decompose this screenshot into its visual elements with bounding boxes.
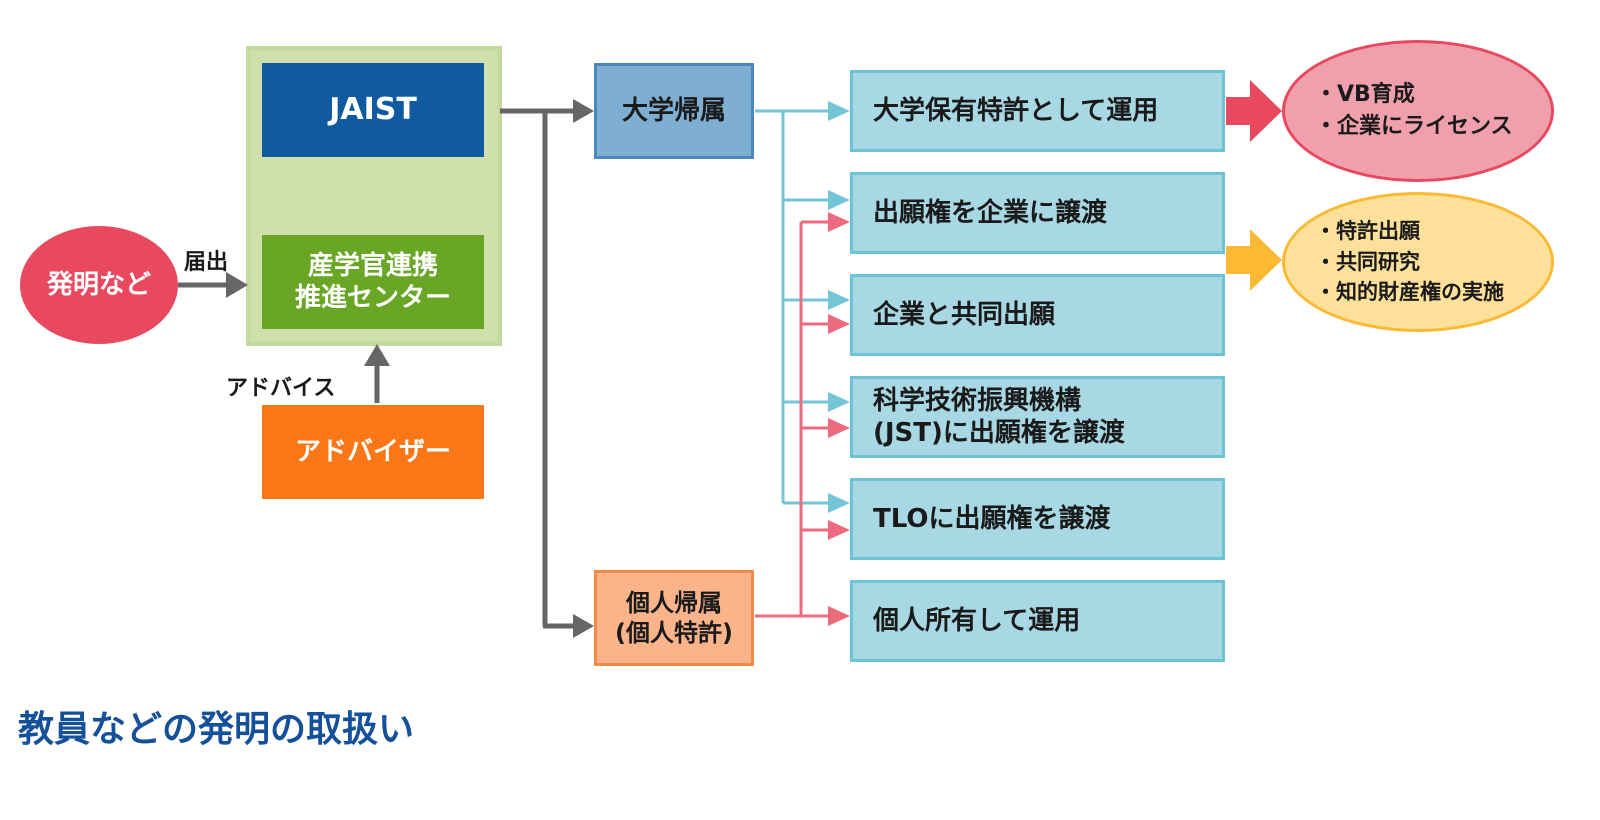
adviser-label: アドバイザー (294, 436, 451, 467)
advice-arrowhead (364, 344, 390, 366)
to-personal-arrowhead (573, 614, 594, 638)
report-label: 届出 (184, 250, 229, 275)
yellow-block-arrow (1226, 229, 1282, 291)
to-univ-arrowhead (573, 99, 594, 123)
jaist-label: JAIST (329, 92, 417, 128)
red-arrowheads (828, 212, 850, 626)
outcome-line1: 大学保有特許として運用 (873, 95, 1159, 126)
outcome-line1: 企業と共同出願 (873, 299, 1056, 330)
outcome-box: 科学技術振興機構 (JST)に出願権を譲渡 (850, 376, 1225, 458)
outcome-line1: 科学技術振興機構 (873, 385, 1082, 416)
outcome-box: 企業と共同出願 (850, 274, 1225, 356)
advice-label: アドバイス (226, 376, 336, 401)
patent-result-ellipse: ・特許出願 ・共同研究 ・知的財産権の実施 (1282, 192, 1554, 332)
license-result-ellipse: ・VB育成 ・企業にライセンス (1282, 40, 1554, 182)
teal-connectors (755, 109, 830, 505)
red-block-arrow (1226, 80, 1282, 142)
center-label-line1: 産学官連携 (307, 250, 438, 281)
outcome-box: TLOに出願権を譲渡 (850, 478, 1225, 560)
personal-owned-node: 個人帰属 (個人特許) (594, 570, 754, 666)
outcome-box: 出願権を企業に譲渡 (850, 172, 1225, 254)
teal-arrowheads (828, 101, 850, 513)
report-arrowhead (226, 272, 248, 298)
red-connectors (755, 220, 830, 618)
adviser-node: アドバイザー (262, 405, 484, 499)
outcome-line1: TLOに出願権を譲渡 (873, 503, 1111, 534)
outcome-box: 大学保有特許として運用 (850, 70, 1225, 152)
result-item: ・共同研究 (1315, 249, 1420, 274)
outcome-line1: 個人所有して運用 (873, 605, 1081, 636)
outcome-box: 個人所有して運用 (850, 580, 1225, 662)
invention-node: 発明など (20, 226, 178, 344)
outcome-line2: (JST)に出願権を譲渡 (873, 418, 1125, 448)
outcome-line1: 出願権を企業に譲渡 (873, 197, 1108, 228)
personal-owned-label-line2: (個人特許) (615, 619, 733, 647)
result-item: ・VB育成 (1315, 82, 1415, 108)
univ-owned-node: 大学帰属 (594, 63, 754, 159)
center-label-line2: 推進センター (294, 283, 451, 313)
result-item: ・特許出願 (1315, 219, 1420, 244)
result-item: ・企業にライセンス (1315, 114, 1513, 139)
result-item: ・知的財産権の実施 (1315, 280, 1504, 305)
personal-owned-label-line1: 個人帰属 (626, 589, 722, 617)
diagram-title: 教員などの発明の取扱い (18, 709, 415, 750)
jaist-node: JAIST (262, 63, 484, 157)
center-node: 産学官連携 推進センター (262, 235, 484, 329)
invention-label: 発明など (46, 269, 151, 300)
univ-owned-label: 大学帰属 (621, 95, 726, 126)
